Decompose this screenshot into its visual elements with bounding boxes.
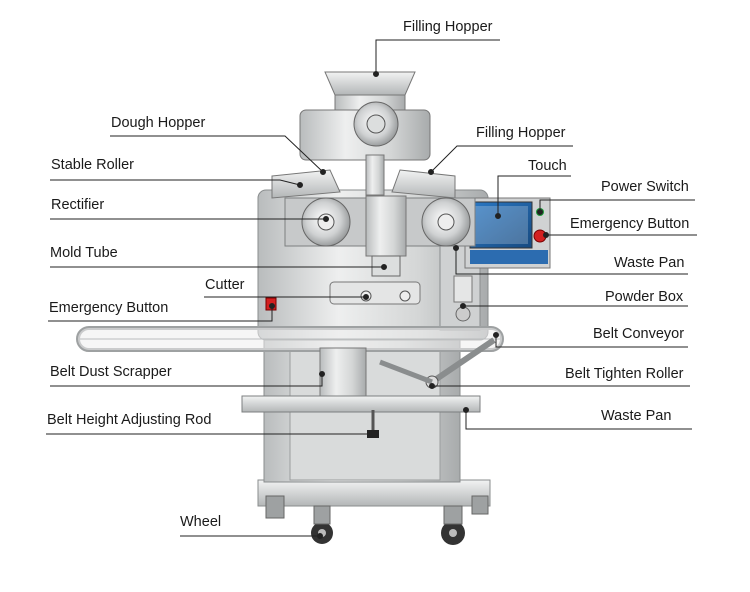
- label-dough-hopper: Dough Hopper: [111, 115, 206, 131]
- label-wheel: Wheel: [180, 514, 222, 530]
- waste-pan-lower: [241, 395, 481, 413]
- label-touch: Touch: [528, 158, 567, 174]
- label-belt-conveyor: Belt Conveyor: [593, 326, 685, 342]
- label-belt-dust-scrapper: Belt Dust Scrapper: [50, 364, 172, 380]
- label-waste-pan-upper: Waste Pan: [614, 255, 685, 271]
- label-belt-height-adjusting-rod: Belt Height Adjusting Rod: [47, 412, 212, 428]
- label-belt-tighten-roller: Belt Tighten Roller: [565, 366, 684, 382]
- label-emergency-button-left: Emergency Button: [49, 300, 169, 316]
- control-panel: [464, 197, 551, 269]
- label-powder-box: Powder Box: [605, 289, 684, 305]
- dough-hopper: [271, 169, 456, 199]
- label-stable-roller: Stable Roller: [51, 157, 135, 173]
- label-filling-hopper-top: Filling Hopper: [403, 19, 493, 35]
- label-waste-pan-lower: Waste Pan: [601, 408, 672, 424]
- label-mold-tube: Mold Tube: [50, 245, 118, 261]
- label-emergency-button-right: Emergency Button: [570, 216, 690, 232]
- label-filling-hopper-right: Filling Hopper: [476, 125, 566, 141]
- filling-hopper-top: [299, 71, 431, 196]
- label-rectifier: Rectifier: [51, 197, 105, 213]
- leader-lines: [46, 39, 697, 539]
- belt-conveyor: [76, 326, 504, 352]
- wheel-icon: [265, 495, 489, 545]
- label-power-switch: Power Switch: [601, 179, 689, 195]
- label-cutter: Cutter: [205, 277, 245, 293]
